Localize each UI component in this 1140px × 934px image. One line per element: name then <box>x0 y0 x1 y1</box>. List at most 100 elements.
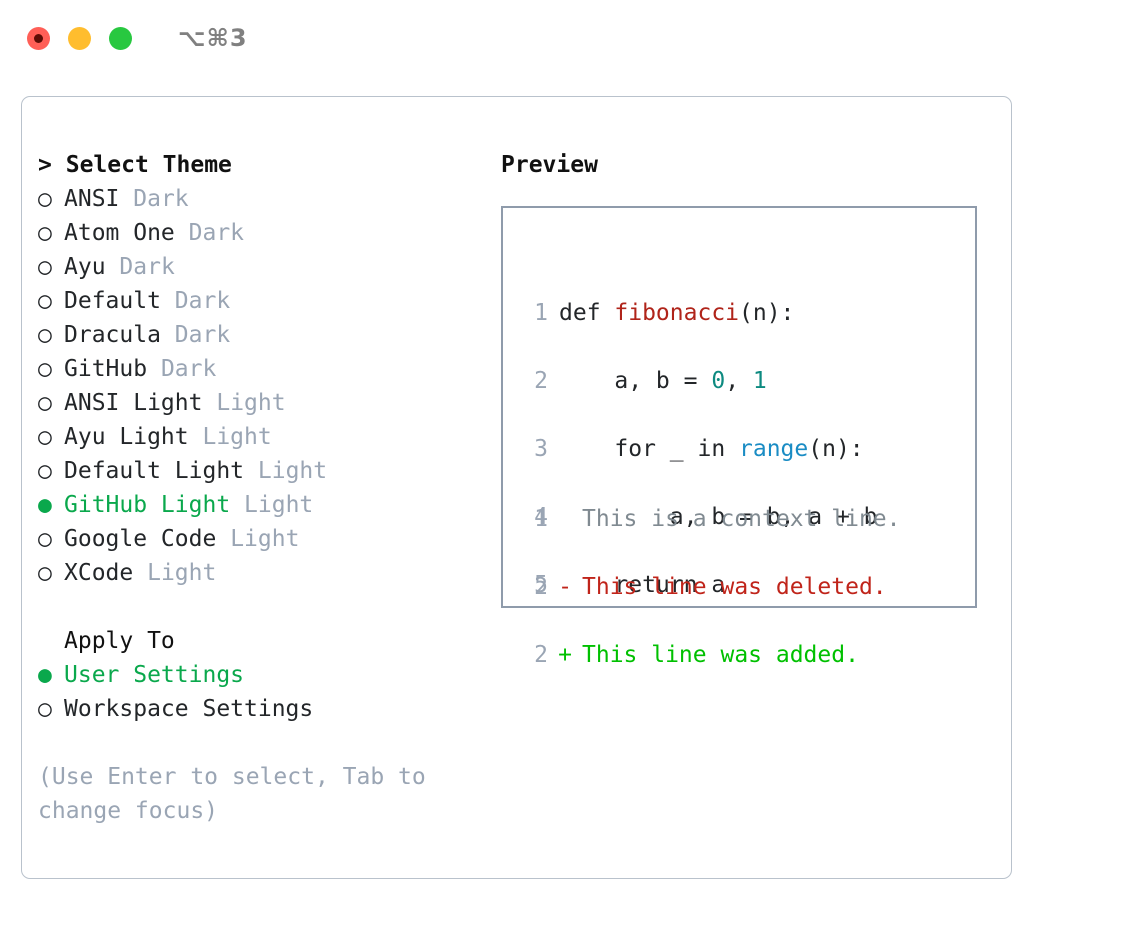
code-token: return a <box>559 572 726 598</box>
theme-kind: Light <box>244 492 314 518</box>
line-number: 1 <box>534 506 548 532</box>
theme-name: Default <box>64 288 161 314</box>
diff-sign: - <box>558 574 572 600</box>
theme-list-item-ayu-light[interactable]: ○ Ayu Light Light <box>38 420 498 454</box>
diff-line-added: 2 + This line was added. <box>520 638 901 672</box>
diff-line-context: 1 This is a context line. <box>520 502 901 536</box>
radio-unselected-icon: ○ <box>38 186 52 212</box>
radio-unselected-icon: ○ <box>38 322 52 348</box>
theme-name: Default Light <box>64 458 245 484</box>
theme-list-item-ayu-dark[interactable]: ○Ayu Dark <box>38 250 498 284</box>
line-number: 2 <box>534 368 548 394</box>
theme-kind: Dark <box>160 356 217 382</box>
code-line: 5 return a <box>520 568 878 602</box>
line-number: 2 <box>534 642 548 668</box>
theme-list: ○ANSI Dark ○Atom One Dark ○Ayu Dark ○Def… <box>38 182 498 590</box>
theme-name: Ayu <box>64 254 106 280</box>
theme-list-item-xcode[interactable]: ○ XCode Light <box>38 556 498 590</box>
theme-kind: Light <box>202 424 272 450</box>
line-number: 1 <box>534 300 548 326</box>
code-token: 1 <box>752 368 767 394</box>
radio-unselected-icon: ○ <box>38 288 52 314</box>
close-button-icon[interactable] <box>27 26 50 50</box>
theme-kind: Dark <box>119 254 175 280</box>
theme-name: Google Code <box>64 526 217 552</box>
line-number: 2 <box>534 574 548 600</box>
code-line: 2 a, b = 0, 1 <box>520 364 878 398</box>
theme-name: ANSI <box>64 186 120 212</box>
theme-list-item-google-code[interactable]: ○ Google Code Light <box>38 522 498 556</box>
code-token: fibonacci <box>614 300 740 326</box>
preview-title: Preview <box>501 152 598 178</box>
radio-unselected-icon: ○ <box>38 356 52 382</box>
select-theme-header: > Select Theme <box>38 148 498 182</box>
code-token: (n): <box>739 300 795 326</box>
apply-to-option-user-settings[interactable]: ●User Settings <box>38 658 498 692</box>
theme-kind: Dark <box>133 186 189 212</box>
code-token: (n): <box>808 436 864 462</box>
theme-kind: Dark <box>188 220 245 246</box>
radio-unselected-icon: ○ <box>38 560 52 586</box>
theme-name: XCode <box>64 560 134 586</box>
diff-text: This line was added. <box>582 642 859 668</box>
code-token: , <box>725 368 753 394</box>
theme-list-item-ansi-dark[interactable]: ○ ANSI Dark <box>38 182 498 216</box>
minimize-button-icon[interactable] <box>68 26 91 50</box>
code-token: a, b = <box>559 368 712 394</box>
keyboard-hint-text: (Use Enter to select, Tab to change focu… <box>38 764 426 824</box>
theme-name: GitHub <box>64 356 148 382</box>
apply-to-option-label: Workspace Settings <box>64 696 314 722</box>
code-token: 0 <box>711 368 726 394</box>
theme-list-item-default-light[interactable]: ○Default Light Light <box>38 454 498 488</box>
radio-selected-icon: ● <box>38 492 52 518</box>
caret-icon: > <box>38 152 52 178</box>
diff-text: This line was deleted. <box>582 574 887 600</box>
theme-list-item-github-dark[interactable]: ○ GitHub Dark <box>38 352 498 386</box>
theme-kind: Light <box>230 526 300 552</box>
theme-name: Dracula <box>64 322 161 348</box>
theme-name: ANSI Light <box>64 390 203 416</box>
main-panel: > Select Theme ○ ANSI Dark ○Atom One Dark… <box>21 96 1012 879</box>
code-token: for _ in <box>559 436 740 462</box>
diff-sample: 1 This is a context line. 2-This line wa… <box>520 468 901 740</box>
theme-list-item-github-light[interactable]: ●GitHub Light Light <box>38 488 498 522</box>
radio-unselected-icon: ○ <box>38 696 52 722</box>
line-number: 5 <box>534 572 548 598</box>
theme-list-item-default-dark[interactable]: ○ Default Dark <box>38 284 498 318</box>
diff-sign <box>548 502 582 536</box>
theme-kind: Light <box>147 560 217 586</box>
theme-list-item-ansi-light[interactable]: ○ ANSI Light Light <box>38 386 498 420</box>
radio-unselected-icon: ○ <box>38 424 52 450</box>
radio-unselected-icon: ○ <box>38 390 52 416</box>
code-line: 4 a, b = b, a + b <box>520 500 878 534</box>
apply-to-option-workspace-settings[interactable]: ○ Workspace Settings <box>38 692 498 726</box>
theme-name: Ayu Light <box>64 424 189 450</box>
code-token: a, b = b, a + b <box>559 504 878 530</box>
title-bar: ⌥⌘3 <box>0 0 1140 76</box>
line-number: 4 <box>534 504 548 530</box>
radio-unselected-icon: ○ <box>38 526 52 552</box>
keyboard-shortcut-label: ⌥⌘3 <box>178 24 248 52</box>
code-token: def <box>559 300 615 326</box>
select-theme-header-label: Select Theme <box>65 152 232 178</box>
theme-kind: Light <box>216 390 286 416</box>
theme-picker-column: > Select Theme ○ ANSI Dark ○Atom One Dark… <box>38 148 498 828</box>
theme-list-item-dracula-dark[interactable]: ○ Dracula Dark <box>38 318 498 352</box>
radio-unselected-icon: ○ <box>38 220 52 246</box>
theme-kind: Dark <box>174 288 231 314</box>
diff-line-deleted: 2-This line was deleted. <box>520 570 901 604</box>
diff-text: This is a context line. <box>582 506 901 532</box>
theme-list-item-atom-one-dark[interactable]: ○Atom One Dark <box>38 216 498 250</box>
code-line: 1 def fibonacci(n): <box>520 296 878 330</box>
zoom-button-icon[interactable] <box>109 26 132 50</box>
section-divider <box>38 590 498 624</box>
diff-sign: + <box>558 642 572 668</box>
theme-kind: Dark <box>174 322 231 348</box>
line-number: 3 <box>534 436 548 462</box>
apply-to-options: ●User Settings ○ Workspace Settings <box>38 658 498 726</box>
code-line: 3 for _ in range(n): <box>520 432 878 466</box>
window-controls <box>27 26 132 50</box>
